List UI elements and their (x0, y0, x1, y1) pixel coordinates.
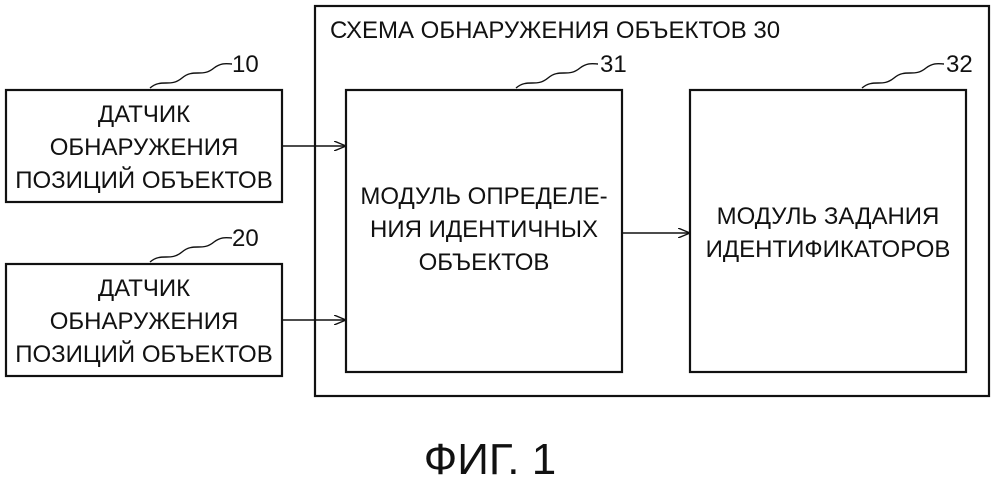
sensor-2-line-1: ДАТЧИК (98, 275, 190, 302)
sensor-2-ref: 20 (232, 225, 259, 252)
sensor-1-leader (149, 62, 233, 89)
sensor-1-box (4, 88, 284, 204)
sensor-2-leader (149, 236, 233, 263)
identical-objects-module-box (344, 88, 624, 374)
identifier-assignment-line-2: ИДЕНТИФИКАТОРОВ (706, 236, 951, 263)
position-sensor-1: ДАТЧИК ОБНАРУЖЕНИЯ ПОЗИЦИЙ ОБЪЕКТОВ 10 (4, 51, 284, 204)
identical-objects-leader (515, 62, 599, 89)
identifier-assignment-leader (861, 62, 945, 89)
sensor-2-box (4, 262, 284, 378)
sensor-1-line-1: ДАТЧИК (98, 101, 190, 128)
sensor-1-line-3: ПОЗИЦИЙ ОБЪЕКТОВ (15, 166, 272, 194)
sensor-2-line-3: ПОЗИЦИЙ ОБЪЕКТОВ (15, 340, 272, 368)
identifier-assignment-module-box (688, 88, 968, 374)
identical-objects-line-3: ОБЪЕКТОВ (419, 249, 550, 276)
circuit-title: СХЕМА ОБНАРУЖЕНИЯ ОБЪЕКТОВ 30 (330, 17, 780, 44)
position-sensor-2: ДАТЧИК ОБНАРУЖЕНИЯ ПОЗИЦИЙ ОБЪЕКТОВ 20 (4, 225, 284, 378)
identical-objects-line-2: НИЯ ИДЕНТИЧНЫХ (370, 216, 598, 243)
figure-caption: ФИГ. 1 (424, 435, 556, 482)
sensor-2-line-2: ОБНАРУЖЕНИЯ (50, 308, 239, 335)
identical-objects-ref: 31 (600, 51, 627, 78)
sensor-1-ref: 10 (232, 51, 259, 78)
identical-objects-module: МОДУЛЬ ОПРЕДЕЛЕ- НИЯ ИДЕНТИЧНЫХ ОБЪЕКТОВ… (344, 51, 627, 374)
sensor-1-line-2: ОБНАРУЖЕНИЯ (50, 134, 239, 161)
identifier-assignment-ref: 32 (946, 51, 973, 78)
identical-objects-line-1: МОДУЛЬ ОПРЕДЕЛЕ- (360, 183, 607, 210)
identifier-assignment-module: МОДУЛЬ ЗАДАНИЯ ИДЕНТИФИКАТОРОВ 32 (688, 51, 973, 374)
identifier-assignment-line-1: МОДУЛЬ ЗАДАНИЯ (717, 203, 940, 230)
